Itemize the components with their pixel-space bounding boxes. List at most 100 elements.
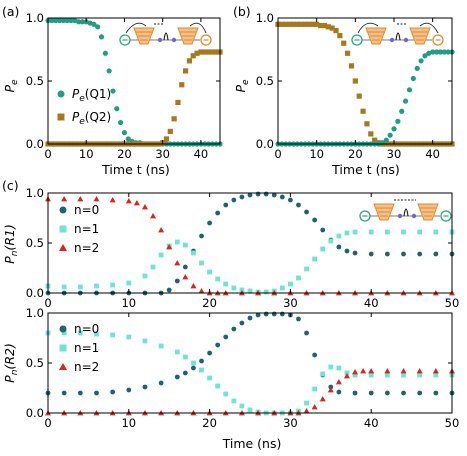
svg-text:Pn(R2): Pn(R2) <box>2 343 20 383</box>
x-tick-label: 10 <box>309 147 324 161</box>
data-point <box>384 372 390 378</box>
data-point <box>333 28 339 34</box>
legend-n1-label: n=1 <box>74 341 99 355</box>
data-point <box>239 403 245 409</box>
legend-q2-sub: e <box>79 117 85 127</box>
data-point <box>53 17 59 24</box>
data-point <box>49 17 55 24</box>
panel-a-ylabel: Pe <box>2 79 20 93</box>
data-point <box>142 273 148 279</box>
data-point <box>320 371 326 377</box>
data-point <box>174 349 180 355</box>
data-point <box>368 372 374 378</box>
legend-n1-label: n=1 <box>74 222 99 236</box>
data-point <box>432 368 439 374</box>
data-point <box>368 131 374 137</box>
x-tick-label: 0 <box>44 296 51 310</box>
data-point <box>401 251 406 257</box>
data-point <box>336 233 342 239</box>
data-point <box>56 17 63 24</box>
data-point <box>191 360 196 366</box>
data-point <box>182 370 188 376</box>
data-point <box>110 389 116 395</box>
data-point <box>433 372 439 378</box>
data-point <box>279 21 285 27</box>
data-point <box>247 407 253 413</box>
legend-marker-q1 <box>57 90 65 98</box>
data-point <box>126 334 132 340</box>
data-point <box>205 49 212 55</box>
panel-c-bottom-xlabel: Time (ns) <box>222 436 282 451</box>
data-point <box>182 264 188 270</box>
data-point <box>231 398 237 404</box>
ylabel-sub: n <box>10 369 20 375</box>
data-point <box>199 367 204 373</box>
data-point <box>199 260 204 266</box>
data-point <box>223 391 229 397</box>
data-point <box>202 49 208 55</box>
data-point <box>239 320 245 326</box>
x-tick-label: 20 <box>117 147 132 161</box>
data-point <box>174 374 180 380</box>
data-point <box>141 204 148 210</box>
data-point <box>387 132 393 138</box>
data-point <box>311 404 318 410</box>
data-point <box>437 49 443 55</box>
plot-frame <box>47 312 453 414</box>
data-point <box>321 22 327 29</box>
series-n=1 <box>45 330 455 416</box>
data-point <box>77 390 83 396</box>
data-point <box>303 408 310 414</box>
data-point <box>109 197 116 203</box>
legend-q1-main: P <box>72 87 80 101</box>
x-tick-label: 20 <box>202 296 217 310</box>
data-point <box>314 21 320 27</box>
data-point <box>352 250 358 256</box>
y-tick-label: 1.0 <box>26 186 44 200</box>
data-point <box>279 194 285 200</box>
x-tick-label: 0 <box>44 416 51 430</box>
data-point <box>190 283 197 289</box>
panel-b-label: (b) <box>233 4 251 19</box>
panel-a-inset-schematic-icon <box>119 22 212 46</box>
data-point <box>319 396 326 402</box>
series-n=2 <box>45 196 455 296</box>
data-point <box>271 311 277 317</box>
data-point <box>312 217 318 223</box>
y-tick-label: 0.5 <box>256 74 274 88</box>
data-point <box>336 389 342 395</box>
data-point <box>418 58 424 64</box>
svg-text:Pe: Pe <box>2 79 20 93</box>
ylabel-main: P <box>2 375 17 383</box>
data-point <box>287 21 293 27</box>
data-point <box>207 269 212 275</box>
data-point <box>343 373 350 379</box>
data-point <box>422 53 428 59</box>
legend-marker-n0 <box>59 325 67 333</box>
data-point <box>384 251 390 257</box>
data-point <box>368 229 374 235</box>
data-point <box>75 19 82 25</box>
data-point <box>174 239 180 245</box>
data-point <box>182 354 188 360</box>
x-tick-label: 50 <box>445 416 460 430</box>
x-tick-label: 30 <box>155 147 170 161</box>
data-point <box>335 379 342 385</box>
data-point <box>352 369 359 375</box>
panel-c-bottom-ylabel: Pn(R2) <box>2 343 20 383</box>
data-point <box>150 264 156 270</box>
data-point <box>288 197 293 203</box>
data-point <box>372 137 378 143</box>
data-point <box>61 196 68 202</box>
y-tick-label: 0.5 <box>26 236 44 250</box>
data-point <box>328 364 334 370</box>
data-point <box>304 330 309 336</box>
ylabel-rest: (R1) <box>2 224 17 250</box>
data-point <box>417 372 423 378</box>
data-point <box>306 21 312 27</box>
data-point <box>433 251 439 257</box>
data-point <box>102 50 108 56</box>
x-tick-label: 40 <box>364 296 379 310</box>
